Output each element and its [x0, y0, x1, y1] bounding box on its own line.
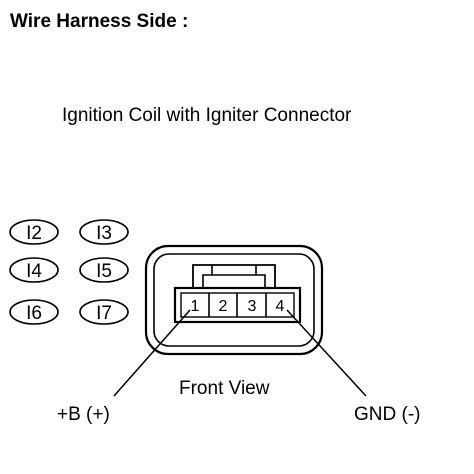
connector-id-oval: I4	[9, 257, 59, 283]
connector-id-label: I5	[96, 261, 112, 282]
leader-line-pin-1	[113, 309, 191, 397]
terminal-label-ground: GND (-)	[354, 404, 421, 425]
terminal-label-positive: +B (+)	[57, 404, 110, 425]
connector-housing	[144, 244, 324, 356]
diagram-heading: Wire Harness Side :	[10, 11, 189, 32]
pin-number: 3	[248, 298, 257, 315]
pin-number: 1	[191, 298, 200, 315]
pin-list: 1 2 3 4	[191, 298, 285, 315]
connector-id-label: I4	[26, 261, 42, 282]
leader-line-pin-4	[286, 309, 367, 397]
connector-id-oval: I7	[79, 299, 129, 325]
connector-id-label: I7	[96, 303, 112, 324]
connector-id-oval: I6	[9, 299, 59, 325]
connector-id-oval: I3	[79, 219, 129, 245]
pin-number: 4	[276, 298, 285, 315]
connector-id-oval: I5	[79, 257, 129, 283]
connector-id-oval: I2	[9, 219, 59, 245]
pin-number: 2	[219, 298, 228, 315]
connector-title: Ignition Coil with Igniter Connector	[62, 105, 352, 126]
connector-id-label: I3	[96, 223, 112, 244]
connector-id-label: I6	[26, 303, 42, 324]
connector-id-label: I2	[26, 223, 42, 244]
front-view-label: Front View	[179, 378, 270, 399]
connector-id-list: I2 I3 I4 I5 I6 I7	[9, 219, 129, 325]
